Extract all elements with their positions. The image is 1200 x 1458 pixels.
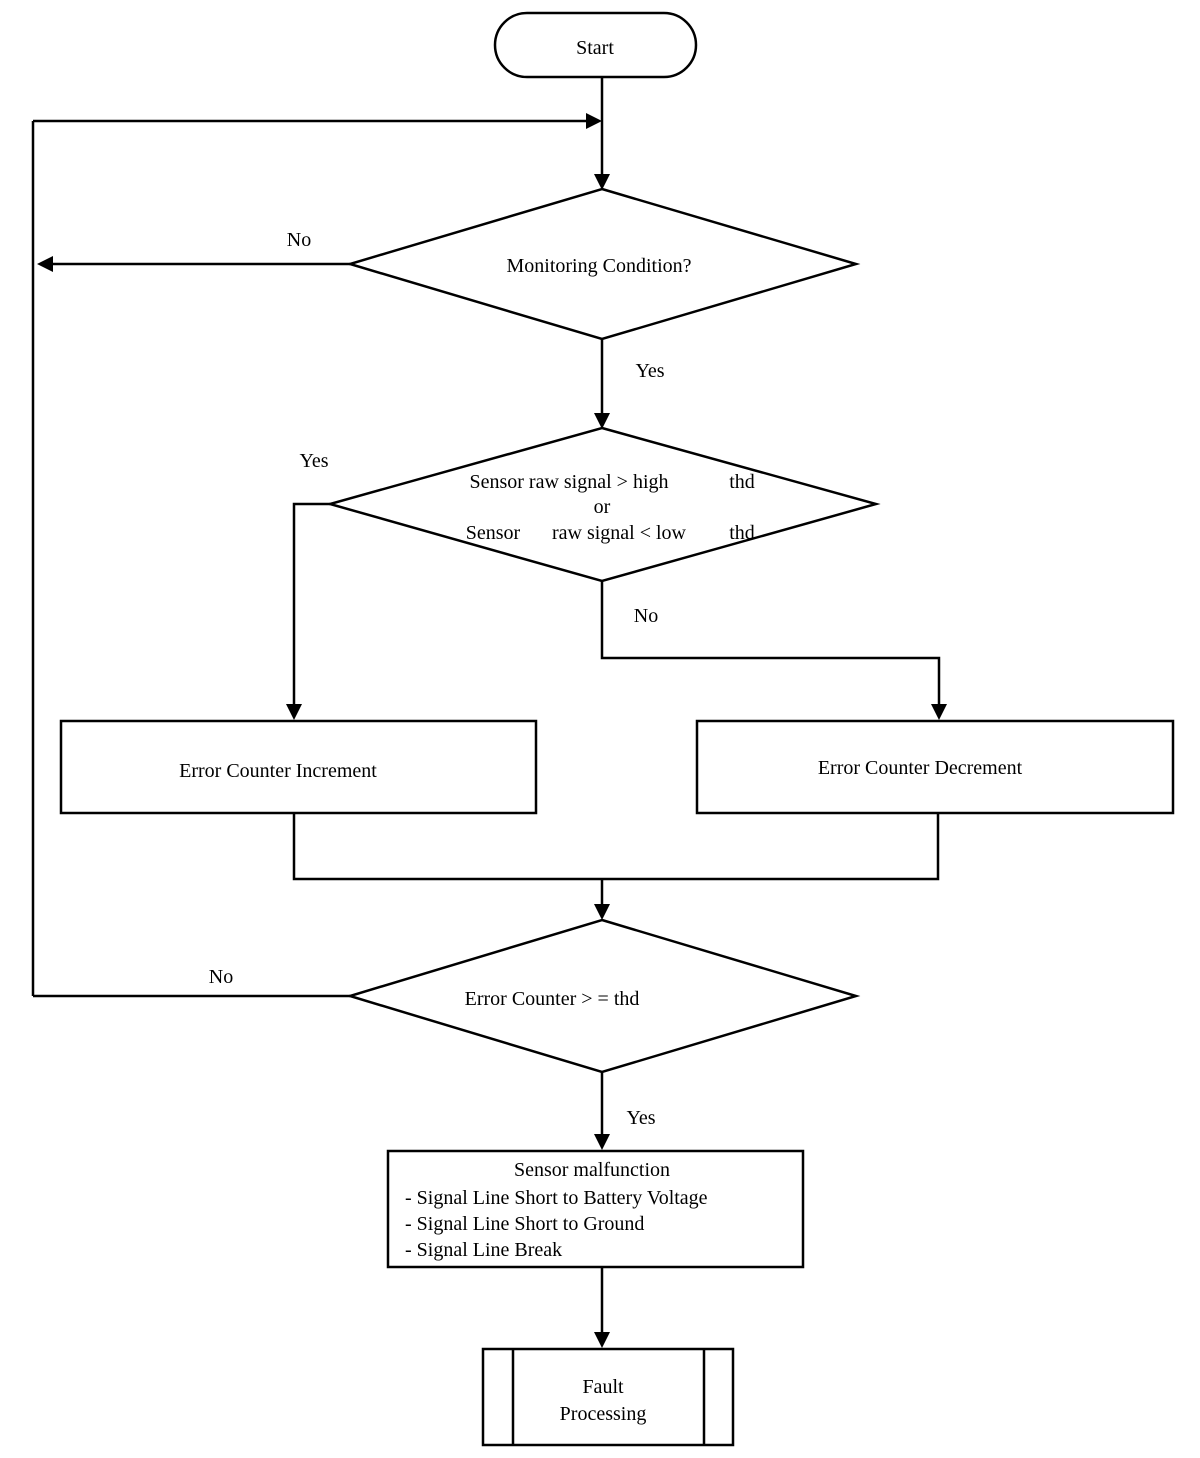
start-terminator <box>493 11 698 79</box>
signal-line3-a: Sensor <box>466 522 521 544</box>
malfunction-item-3: - Signal Line Break <box>405 1239 562 1261</box>
malfunction-item-1: - Signal Line Short to Battery Voltage <box>405 1187 708 1209</box>
arrowhead-loop-top <box>586 113 602 129</box>
arrowhead-monitoring <box>594 174 610 190</box>
signal-line1-b: thd <box>729 471 755 493</box>
decrement-box <box>695 719 1175 815</box>
arrowhead-fault <box>594 1332 610 1348</box>
malfunction-box <box>386 1149 805 1269</box>
fault-label-2: Processing <box>560 1403 647 1425</box>
arrowhead-decrement <box>931 704 947 720</box>
arrowhead-monitoring-no <box>37 256 53 272</box>
arrowhead-counter <box>594 904 610 920</box>
increment-box <box>59 719 538 815</box>
connector-signal-no <box>600 581 941 706</box>
arrowhead-signal <box>594 413 610 429</box>
arrowhead-increment <box>286 704 302 720</box>
signal-line1-a: Sensor raw signal > high <box>469 471 668 493</box>
counter-yes-label: Yes <box>626 1107 655 1129</box>
counter-no-label: No <box>209 966 233 988</box>
fault-label-1: Fault <box>582 1376 624 1398</box>
signal-line2: or <box>594 496 611 518</box>
signal-line3-b: raw signal < low <box>552 522 687 544</box>
counter-label: Error Counter > = thd <box>465 988 640 1010</box>
signal-yes-label: Yes <box>299 450 328 472</box>
monitoring-yes-label: Yes <box>635 360 664 382</box>
monitoring-label: Monitoring Condition? <box>507 255 692 277</box>
decrement-label: Error Counter Decrement <box>818 757 1023 779</box>
arrowhead-malfunction <box>594 1134 610 1150</box>
malfunction-item-2: - Signal Line Short to Ground <box>405 1213 644 1235</box>
connector-merge <box>292 813 940 881</box>
signal-no-label: No <box>634 605 658 627</box>
malfunction-title: Sensor malfunction <box>514 1159 670 1181</box>
signal-line3-c: thd <box>729 522 755 544</box>
connector-signal-yes <box>292 502 330 706</box>
increment-label: Error Counter Increment <box>179 760 377 782</box>
fault-process-box <box>481 1347 735 1447</box>
monitoring-no-label: No <box>287 229 311 251</box>
start-label: Start <box>576 37 614 59</box>
